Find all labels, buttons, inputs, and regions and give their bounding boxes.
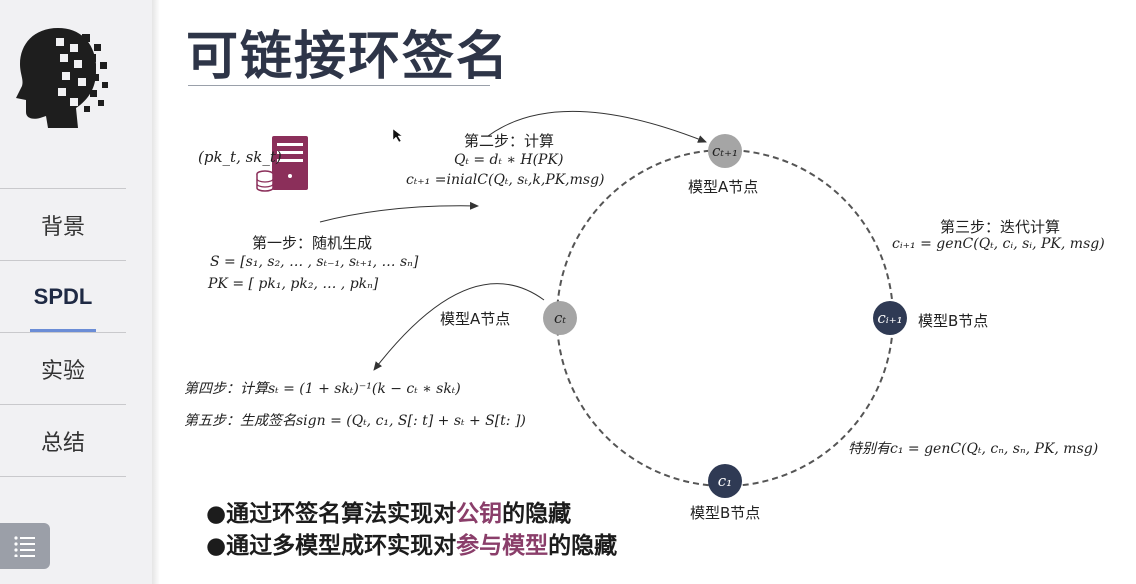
- title-underline: [188, 85, 490, 86]
- node-label-top: 模型A节点: [688, 178, 759, 196]
- step2-q-formula: Qₜ = dₜ ∗ H(PK): [454, 152, 564, 168]
- arrow-step1-to-step2: [319, 201, 479, 223]
- ring-node-left: cₜ: [543, 301, 577, 335]
- node-label-left: 模型A节点: [440, 310, 511, 328]
- node-label-right: 模型B节点: [918, 312, 989, 330]
- arrow-left-node-to-step4: [373, 283, 545, 371]
- sidebar-shadow: [152, 0, 160, 584]
- ring-node-right: cᵢ₊₁: [873, 301, 907, 335]
- keypair-label: (pk_t, sk_t): [198, 148, 282, 166]
- ring-node-bottom: c₁: [708, 464, 742, 498]
- page-title: 可链接环签名: [186, 27, 511, 87]
- nav-item-background[interactable]: 背景: [0, 188, 126, 260]
- sidebar: 背景 SPDL 实验 总结: [0, 0, 152, 584]
- step1-pk-formula: PK = [ pk₁, pk₂, … , pkₙ]: [208, 276, 379, 292]
- summary-bullets: ●通过环签名算法实现对公钥的隐藏 ●通过多模型成环实现对参与模型的隐藏: [206, 498, 617, 562]
- ring-node-top: cₜ₊₁: [708, 134, 742, 168]
- ring-circle: [556, 149, 894, 487]
- arrow-step2-to-top-node: [487, 111, 707, 143]
- step3-formula: cᵢ₊₁ = genC(Qₜ, cᵢ, sᵢ, PK, msg): [892, 236, 1105, 252]
- step2-title: 第二步：计算: [464, 132, 555, 150]
- step5-formula: 第五步：生成签名sign = (Qₜ, c₁, S[: t] + sₜ + S[…: [184, 413, 526, 429]
- step1-s-formula: S = [s₁, s₂, … , sₜ₋₁, sₜ₊₁, … sₙ]: [210, 254, 419, 270]
- nav-item-summary[interactable]: 总结: [0, 404, 126, 476]
- special-case-formula: 特别有c₁ = genC(Qₜ, cₙ, sₙ, PK, msg): [848, 441, 1099, 457]
- server-database-icon: [256, 136, 308, 192]
- step2-c-formula: cₜ₊₁ =inialC(Qₜ, sₜ,k,PK,msg): [406, 172, 605, 188]
- bullet-item: ●通过环签名算法实现对公钥的隐藏: [206, 501, 572, 527]
- node-label-bottom: 模型B节点: [690, 504, 761, 522]
- step3-title: 第三步：迭代计算: [940, 218, 1061, 236]
- nav-item-spdl[interactable]: SPDL: [0, 260, 126, 332]
- mouse-cursor-icon: [392, 128, 403, 143]
- ai-head-logo-icon: [16, 28, 108, 128]
- nav-item-experiment[interactable]: 实验: [0, 332, 126, 404]
- step1-title: 第一步：随机生成: [252, 234, 373, 252]
- bullet-item: ●通过多模型成环实现对参与模型的隐藏: [206, 533, 618, 559]
- step4-formula: 第四步：计算sₜ = (1 + skₜ)⁻¹(k − cₜ ∗ skₜ): [184, 381, 461, 397]
- nav-divider: [0, 476, 126, 477]
- list-icon: [14, 536, 35, 557]
- menu-button[interactable]: [0, 523, 50, 569]
